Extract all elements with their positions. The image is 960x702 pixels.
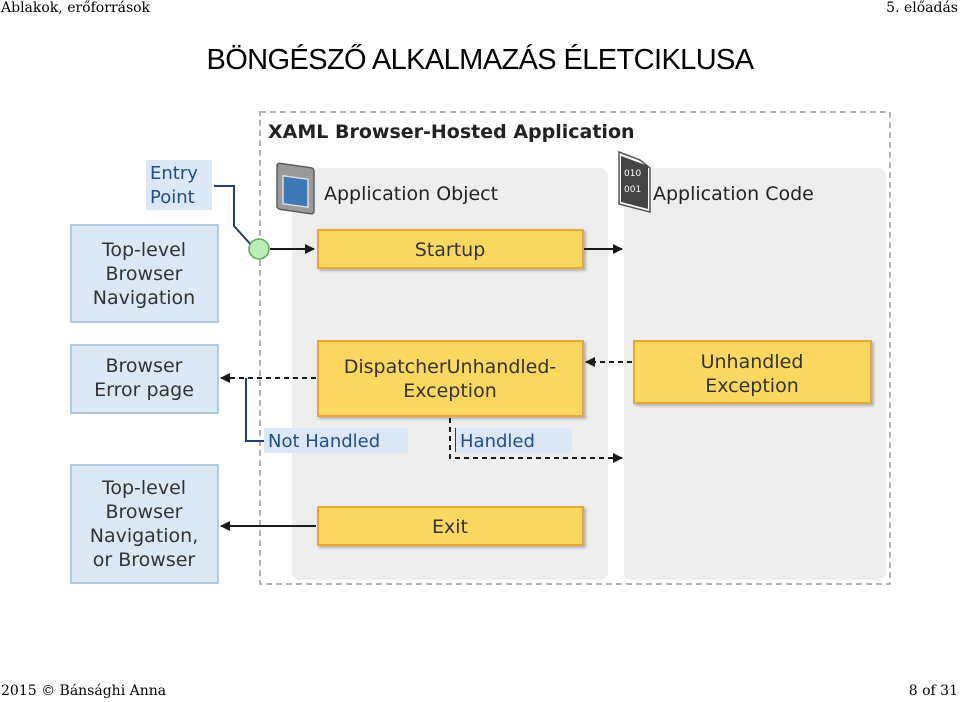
top-level-nav-line-3: Navigation — [93, 287, 195, 309]
exit-target-box — [70, 464, 219, 584]
exit-step — [317, 506, 584, 546]
not-handled-connector — [245, 378, 264, 442]
slide-title: BÖNGÉSZŐ ALKALMAZÁS ÉLETCIKLUSA — [206, 44, 754, 76]
code-file-icon: 010 001 — [618, 150, 651, 213]
unhandled-exception-step — [633, 340, 872, 404]
dispatcher-step-line-2: Exception — [403, 380, 497, 402]
footer-page-number: 8 of 31 — [908, 683, 958, 699]
header-section-title: Ablakok, erőforrások — [1, 0, 151, 16]
error-page-line-2: Error page — [94, 379, 194, 401]
entry-point-connector — [214, 185, 255, 249]
startup-step-label: Startup — [415, 239, 486, 261]
error-page-line-1: Browser — [106, 355, 183, 377]
exit-target-line-3: Navigation, — [90, 525, 199, 547]
app-object-title: Application Object — [324, 183, 498, 205]
top-level-nav-line-2: Browser — [106, 263, 183, 285]
app-code-title: Application Code — [653, 183, 814, 205]
handled-label-bg — [456, 428, 572, 453]
exit-step-label: Exit — [432, 516, 468, 538]
not-handled-label: Not Handled — [268, 431, 380, 452]
unhandled-exception-line-2: Exception — [705, 375, 799, 397]
entry-point-label-line-1: Entry — [150, 163, 198, 184]
window-icon — [276, 162, 315, 215]
entry-point-label-bg — [146, 160, 212, 210]
entry-point-circle — [248, 238, 270, 260]
dispatcher-step — [317, 340, 584, 417]
container-title: XAML Browser-Hosted Application — [268, 121, 635, 143]
top-level-nav-box — [70, 224, 219, 323]
exit-target-line-1: Top-level — [101, 477, 186, 499]
code-file-icon-line-1: 010 — [624, 169, 641, 179]
exit-target-line-2: Browser — [106, 501, 183, 523]
header-lecture-number: 5. előadás — [886, 0, 958, 16]
top-level-nav-line-1: Top-level — [101, 239, 186, 261]
startup-step — [317, 229, 584, 269]
handled-label: Handled — [460, 431, 535, 452]
entry-point-label-line-2: Point — [150, 187, 195, 208]
footer-author: 2015 © Bánsághi Anna — [1, 683, 167, 699]
unhandled-exception-line-1: Unhandled — [701, 351, 804, 373]
dispatcher-step-line-1: DispatcherUnhandled- — [344, 356, 557, 378]
exit-target-line-4: or Browser — [93, 549, 196, 571]
arrow-handled-to-code — [449, 418, 623, 463]
error-page-box — [70, 344, 219, 414]
code-file-icon-line-2: 001 — [624, 185, 641, 195]
not-handled-label-bg — [264, 428, 408, 453]
